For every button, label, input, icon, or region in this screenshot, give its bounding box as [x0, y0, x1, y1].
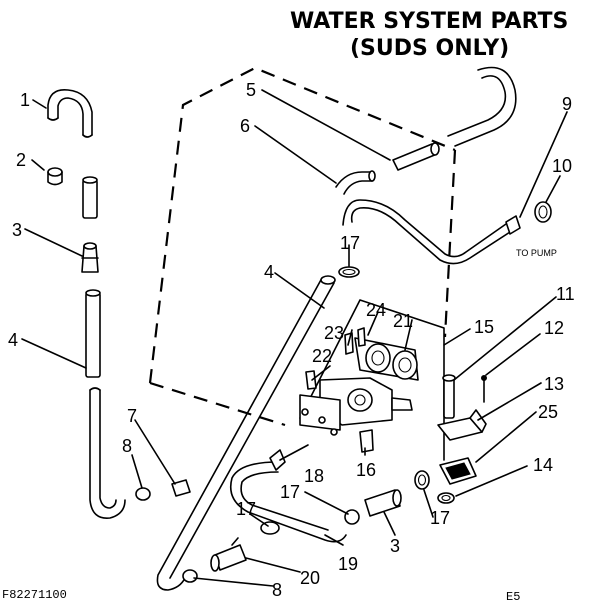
coupling-drawing	[82, 176, 98, 219]
footer-sheet-code: E5	[506, 590, 520, 603]
label-part-5: 5	[246, 80, 256, 100]
label-part-13: 13	[544, 374, 564, 394]
label-part-1: 1	[20, 90, 30, 110]
pin-11-drawing	[442, 374, 456, 419]
lower-hose-drawing	[89, 387, 126, 519]
label-part-10: 10	[552, 156, 572, 176]
clip-18-drawing	[269, 449, 286, 471]
label-part-7: 7	[127, 406, 137, 426]
label-part-17-mid: 17	[280, 482, 300, 502]
label-part-14: 14	[533, 455, 553, 475]
label-part-22: 22	[312, 346, 332, 366]
label-part-17-right: 17	[430, 508, 450, 528]
label-part-16: 16	[356, 460, 376, 480]
label-part-12: 12	[544, 318, 564, 338]
label-part-24: 24	[366, 300, 386, 320]
label-part-9: 9	[562, 94, 572, 114]
diagram-title-line2: (SUDS ONLY)	[350, 36, 509, 61]
clamp-17-right	[414, 470, 430, 490]
label-part-3: 3	[12, 220, 22, 240]
hose-5-drawing	[392, 142, 440, 171]
label-part-25: 25	[538, 402, 558, 422]
leader-lines	[21, 89, 568, 587]
label-part-23: 23	[324, 323, 344, 343]
cap-2-drawing	[47, 167, 63, 186]
clamp-10-drawing	[534, 201, 552, 223]
label-part-8-lower: 8	[272, 580, 282, 600]
connector-3-lower	[364, 489, 402, 517]
valve-bracket-drawing	[299, 299, 445, 461]
to-pump-annotation: TO PUMP	[516, 248, 557, 258]
label-part-8: 8	[122, 436, 132, 456]
label-part-6: 6	[240, 116, 250, 136]
label-part-15: 15	[474, 317, 494, 337]
diagram-title-line1: WATER SYSTEM PARTS	[290, 9, 568, 34]
bracket-13-drawing	[437, 409, 487, 441]
hose-9-drawing	[342, 66, 521, 265]
label-part-17-top: 17	[340, 233, 360, 253]
screw-12-drawing	[481, 375, 487, 403]
label-part-11: 11	[556, 284, 575, 304]
label-part-21: 21	[393, 311, 413, 331]
label-part-20: 20	[300, 568, 320, 588]
label-part-19: 19	[338, 554, 358, 574]
hose-1-drawing	[47, 88, 93, 138]
label-part-3-lower: 3	[390, 536, 400, 556]
tube-4-drawing	[85, 289, 101, 378]
washer-14-drawing	[437, 492, 455, 504]
label-part-2: 2	[16, 150, 26, 170]
clamp-17-top	[338, 266, 360, 278]
label-part-4-center: 4	[264, 262, 274, 282]
clamp-8-lower	[182, 569, 198, 583]
label-part-18: 18	[304, 466, 324, 486]
clip-25-drawing	[439, 457, 477, 485]
connector-3-drawing	[81, 242, 99, 273]
label-part-17-left: 17	[236, 499, 256, 519]
cabinet-outline	[148, 66, 457, 427]
clamp-7-drawing	[135, 479, 191, 501]
long-drain-hose	[156, 275, 336, 591]
fitting-20-drawing	[210, 537, 247, 572]
elbow-6-drawing	[335, 170, 376, 195]
footer-part-code: F82271100	[2, 588, 67, 602]
label-part-4: 4	[8, 330, 18, 350]
